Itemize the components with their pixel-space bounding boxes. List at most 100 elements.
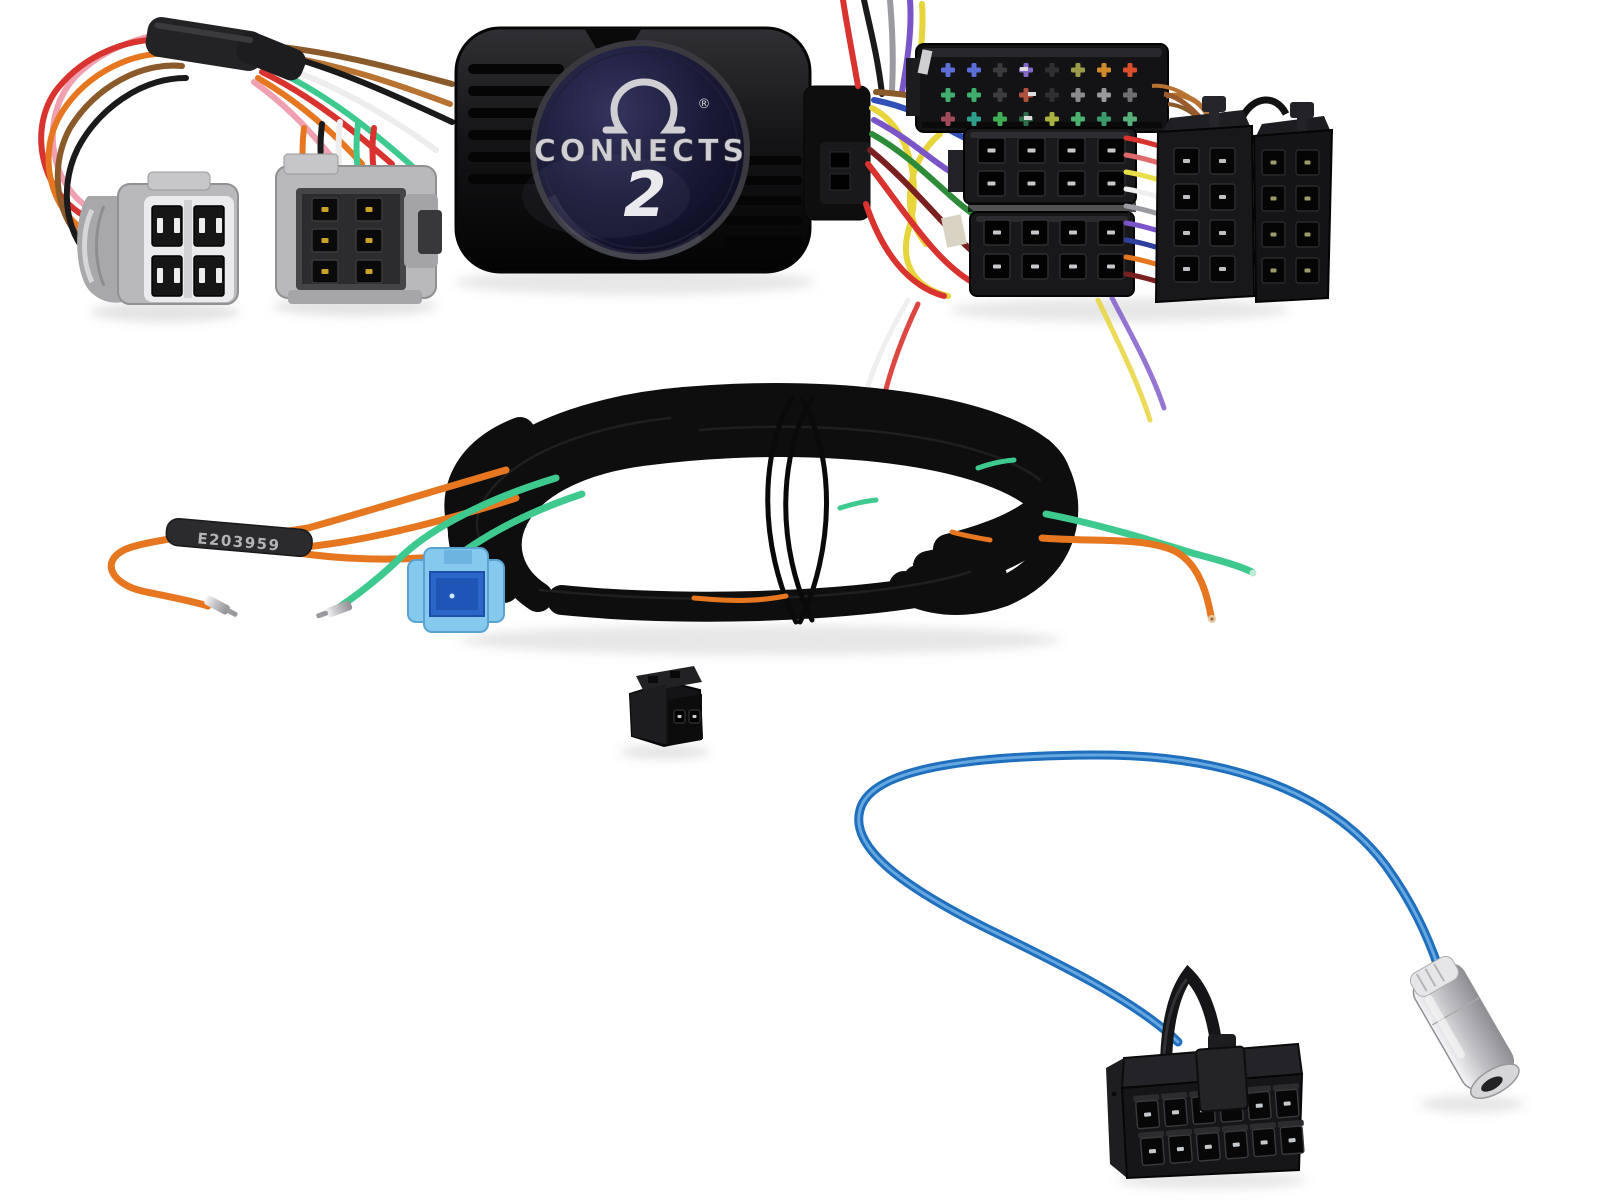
badge-ring bbox=[541, 51, 739, 249]
pin-contact bbox=[1069, 230, 1077, 235]
heat-shrink-tape bbox=[145, 17, 306, 81]
wire-terminal bbox=[1075, 63, 1081, 77]
pin-contact bbox=[1031, 230, 1039, 235]
wire-terminal bbox=[1101, 112, 1107, 126]
pin-contact bbox=[1069, 264, 1077, 269]
pin-contact bbox=[1255, 1103, 1263, 1108]
pin-contact bbox=[1027, 148, 1036, 153]
wire-terminal bbox=[1075, 112, 1081, 126]
flange-hole bbox=[648, 676, 658, 683]
glint bbox=[449, 593, 455, 599]
pin-contact bbox=[1067, 181, 1076, 186]
pin-contact bbox=[174, 218, 180, 233]
pin-contact bbox=[1176, 1146, 1184, 1152]
upper-edge bbox=[970, 132, 1130, 138]
inner-shade bbox=[436, 578, 478, 610]
brand-logo: ® CONNECTS 2 bbox=[534, 78, 744, 231]
pin-contact bbox=[199, 268, 205, 283]
socket-grid-lower bbox=[983, 219, 1125, 280]
marking bbox=[1020, 67, 1028, 71]
badge-sheen bbox=[522, 154, 690, 238]
antenna-adapter-lead bbox=[854, 750, 1520, 1180]
green-lead-2 bbox=[462, 490, 586, 554]
mid-harness-wires bbox=[840, 0, 1167, 435]
box-side-socket bbox=[803, 85, 871, 221]
peek-wires bbox=[691, 457, 1017, 603]
latch-body bbox=[1195, 1045, 1249, 1113]
socket-grid-a bbox=[151, 205, 225, 297]
pin-contact bbox=[157, 218, 163, 233]
tip-socket bbox=[1481, 1076, 1503, 1092]
side-step bbox=[906, 58, 920, 116]
pin-contact bbox=[1171, 1110, 1180, 1115]
pin-contact bbox=[993, 264, 1001, 269]
pin-contact bbox=[1219, 267, 1226, 271]
steering-wheel-interface-box: ® CONNECTS 2 bbox=[454, 26, 871, 274]
pin-contact bbox=[157, 268, 163, 283]
plug-collar bbox=[1409, 955, 1459, 997]
wire-terminal bbox=[1127, 88, 1133, 102]
marking bbox=[1024, 116, 1032, 120]
pin-contact bbox=[1260, 1140, 1268, 1145]
pin-contact bbox=[1270, 196, 1277, 201]
socket-hole bbox=[151, 255, 183, 297]
pin-contact bbox=[1304, 160, 1311, 165]
pin-contact bbox=[321, 238, 329, 243]
gray-vehicle-connector-4way bbox=[77, 171, 239, 305]
blue-cable-sheen bbox=[857, 753, 1442, 1044]
pin-contact bbox=[987, 181, 996, 186]
socket-grid-upper bbox=[977, 137, 1126, 197]
socket-grid bbox=[1173, 147, 1236, 283]
key-notch bbox=[444, 550, 472, 564]
side-tab bbox=[948, 150, 966, 192]
pin-contact bbox=[365, 238, 373, 243]
side-latch-slot bbox=[418, 210, 442, 254]
pin-contact bbox=[987, 148, 996, 153]
male-iso-block bbox=[941, 127, 1137, 297]
socket-hole bbox=[151, 205, 183, 247]
boot-highlight bbox=[82, 208, 95, 284]
wire-terminal bbox=[997, 112, 1003, 126]
wire-terminal bbox=[1127, 112, 1133, 126]
logo-badge bbox=[530, 40, 750, 260]
pin-contact bbox=[1219, 159, 1226, 163]
wire-terminal bbox=[1101, 88, 1107, 102]
pin-contact bbox=[174, 268, 180, 283]
top-edge bbox=[922, 48, 1162, 57]
wire-terminal bbox=[971, 112, 977, 126]
cut-core bbox=[1210, 617, 1214, 621]
pin-contact bbox=[1148, 1149, 1157, 1154]
pin-contact bbox=[1031, 264, 1039, 269]
boot-shade bbox=[95, 205, 106, 287]
top-flange bbox=[636, 666, 702, 692]
pin-contact bbox=[1232, 1142, 1240, 1147]
pin-contact bbox=[1144, 1112, 1152, 1117]
flange-hole bbox=[670, 671, 680, 678]
pin-contact bbox=[1204, 1144, 1212, 1150]
pin-contact bbox=[677, 715, 682, 718]
socket-hole bbox=[193, 205, 225, 247]
pin-contact bbox=[1270, 160, 1277, 165]
pin-contact bbox=[1107, 230, 1115, 235]
pin-contact bbox=[321, 269, 329, 274]
orange-lead bbox=[1038, 534, 1215, 620]
marking bbox=[1028, 92, 1036, 96]
mini-blue-connector bbox=[407, 547, 505, 633]
pin-contact bbox=[1107, 148, 1116, 153]
pin-contact bbox=[1107, 181, 1116, 186]
pin-contact bbox=[1270, 232, 1277, 237]
pin-contact bbox=[365, 207, 373, 212]
socket-hole bbox=[193, 255, 225, 297]
collar-ribs bbox=[1415, 963, 1445, 992]
pin-contact bbox=[1304, 268, 1311, 273]
brand-numeral: 2 bbox=[623, 158, 666, 231]
wire-terminal bbox=[971, 88, 977, 102]
pin-contact bbox=[216, 218, 222, 233]
pin-contact bbox=[1270, 268, 1277, 273]
bottom-edge bbox=[922, 122, 1162, 128]
side-face bbox=[630, 684, 666, 744]
pin-contact bbox=[1288, 1138, 1296, 1143]
pin-contact bbox=[1283, 1101, 1291, 1106]
iso-plug-right bbox=[1252, 102, 1334, 304]
